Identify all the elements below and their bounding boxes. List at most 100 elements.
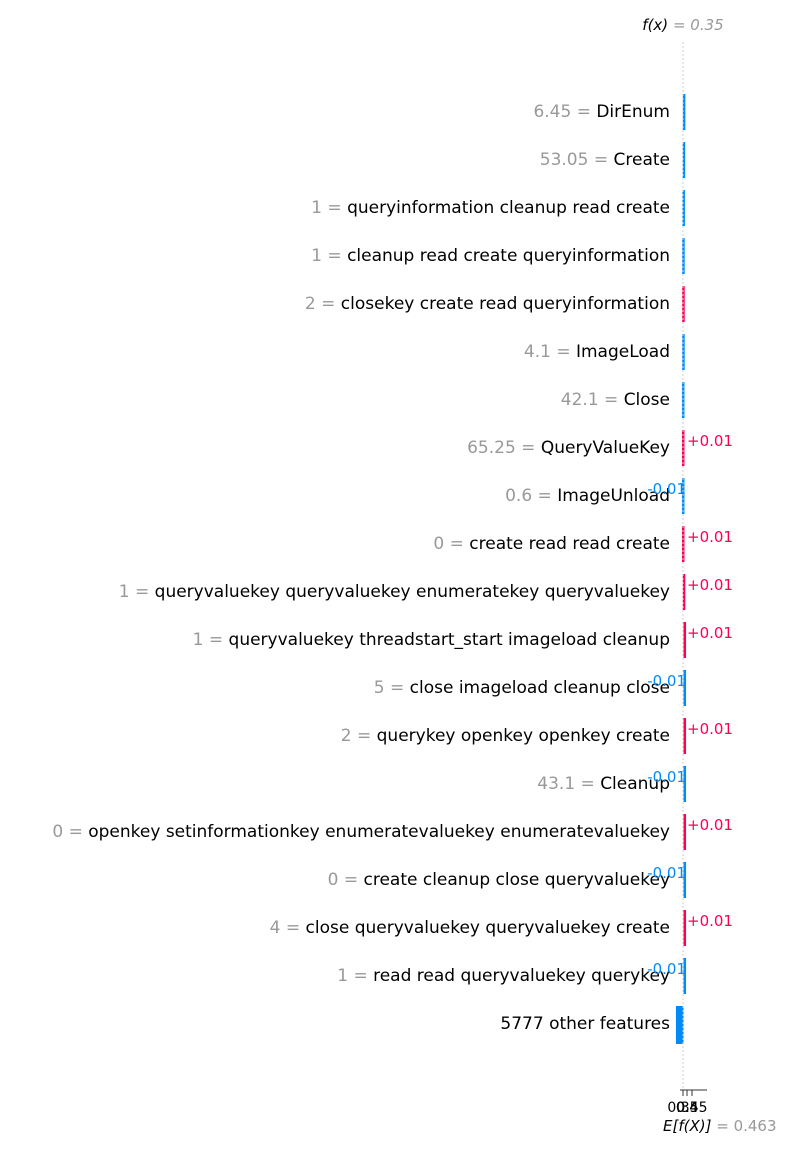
feature-row: 1 = queryinformation cleanup read create	[311, 190, 685, 226]
feature-value: 1 =	[119, 582, 155, 602]
feature-value: 65.25 =	[467, 438, 541, 458]
feature-row: 0.6 = ImageUnload-0.01	[505, 478, 686, 514]
contribution-label: +0.01	[687, 720, 733, 738]
feature-row: 1 = queryvaluekey threadstart_start imag…	[193, 622, 733, 658]
feature-name: queryinformation cleanup read create	[347, 198, 670, 218]
feature-label: 65.25 = QueryValueKey	[467, 438, 670, 458]
contribution-bar	[682, 142, 686, 178]
contribution-bar	[682, 190, 685, 226]
contribution-bar	[683, 910, 687, 946]
contribution-label: -0.01	[647, 864, 686, 882]
feature-label: 5 = close imageload cleanup close	[374, 678, 670, 698]
feature-value: 1 =	[337, 966, 373, 986]
base-value-footer: E[f(X)] = 0.463	[663, 1117, 777, 1135]
feature-name: QueryValueKey	[541, 438, 670, 458]
feature-row: 65.25 = QueryValueKey +0.01	[467, 430, 733, 466]
feature-name: create cleanup close queryvaluekey	[363, 870, 670, 890]
contribution-label: -0.01	[647, 480, 686, 498]
feature-name: ImageUnload	[557, 486, 670, 506]
feature-name: cleanup read create queryinformation	[347, 246, 670, 266]
feature-value: 53.05 =	[540, 150, 614, 170]
feature-row: 43.1 = Cleanup-0.01	[537, 766, 687, 802]
feature-label: 0.6 = ImageUnload	[505, 486, 670, 506]
feature-name: Cleanup	[600, 774, 670, 794]
feature-name: DirEnum	[596, 102, 670, 122]
feature-value: 4 =	[270, 918, 306, 938]
feature-value: 4.1 =	[524, 342, 576, 362]
feature-value: 0 =	[328, 870, 364, 890]
output-label: f(x) = 0.35	[642, 16, 723, 34]
feature-label: 5777 other features	[500, 1014, 670, 1034]
contribution-bar	[683, 814, 687, 850]
feature-row: 1 = queryvaluekey queryvaluekey enumerat…	[119, 574, 733, 610]
feature-row: 0 = create cleanup close queryvaluekey-0…	[328, 862, 687, 898]
contribution-label: +0.01	[687, 816, 733, 834]
feature-row: 0 = openkey setinformationkey enumeratev…	[52, 814, 733, 850]
feature-label: 1 = queryvaluekey threadstart_start imag…	[193, 630, 670, 650]
x-tick-label: 0.45	[676, 1100, 707, 1116]
feature-name: 5777 other features	[500, 1014, 670, 1034]
feature-label: 1 = queryinformation cleanup read create	[311, 198, 670, 218]
feature-name: queryvaluekey threadstart_start imageloa…	[229, 630, 670, 650]
feature-row: 42.1 = Close	[561, 382, 685, 418]
contribution-bar	[683, 718, 687, 754]
feature-label: 53.05 = Create	[540, 150, 670, 170]
feature-value: 42.1 =	[561, 390, 624, 410]
feature-row: 2 = querykey openkey openkey create +0.01	[341, 718, 733, 754]
feature-label: 1 = read read queryvaluekey querykey	[337, 966, 670, 986]
feature-value: 1 =	[193, 630, 229, 650]
feature-label: 0 = create read read create	[433, 534, 670, 554]
contribution-label: -0.01	[647, 768, 686, 786]
feature-row: 4.1 = ImageLoad	[524, 334, 685, 370]
feature-name: create read read create	[469, 534, 670, 554]
contribution-bar	[683, 862, 687, 898]
feature-name: Create	[614, 150, 671, 170]
feature-row: 2 = closekey create read queryinformatio…	[305, 286, 685, 322]
feature-name: openkey setinformationkey enumeratevalue…	[88, 822, 670, 842]
feature-value: 43.1 =	[537, 774, 600, 794]
contribution-bar	[675, 1006, 684, 1044]
feature-label: 42.1 = Close	[561, 390, 670, 410]
contribution-bar	[683, 670, 687, 706]
output-header: f(x) = 0.35	[642, 16, 723, 34]
feature-value: 2 =	[341, 726, 377, 746]
feature-value: 5 =	[374, 678, 410, 698]
feature-name: Close	[624, 390, 670, 410]
feature-label: 1 = queryvaluekey queryvaluekey enumerat…	[119, 582, 670, 602]
feature-value: 1 =	[311, 246, 347, 266]
feature-name: closekey create read queryinformation	[341, 294, 670, 314]
feature-row: 1 = read read queryvaluekey querykey-0.0…	[337, 958, 687, 994]
x-tick-label: 0.4	[676, 1100, 698, 1116]
feature-label: 4.1 = ImageLoad	[524, 342, 670, 362]
contribution-label: +0.01	[687, 912, 733, 930]
feature-name: queryvaluekey queryvaluekey enumeratekey…	[155, 582, 670, 602]
feature-label: 2 = querykey openkey openkey create	[341, 726, 670, 746]
feature-row: 6.45 = DirEnum	[533, 94, 686, 130]
feature-name: read read queryvaluekey querykey	[373, 966, 670, 986]
contribution-bar	[682, 574, 686, 610]
feature-name: ImageLoad	[576, 342, 670, 362]
contribution-bar	[683, 958, 687, 994]
feature-row: 0 = create read read create +0.01	[433, 526, 733, 562]
feature-label: 0 = openkey setinformationkey enumeratev…	[52, 822, 670, 842]
feature-row: 5777 other features	[500, 1006, 684, 1044]
feature-row: 53.05 = Create	[540, 142, 686, 178]
feature-value: 1 =	[311, 198, 347, 218]
x-axis: 0.350.40.45	[667, 42, 708, 1116]
feature-name: querykey openkey openkey create	[377, 726, 670, 746]
contribution-label: +0.01	[687, 528, 733, 546]
contribution-label: -0.01	[647, 960, 686, 978]
contribution-bar	[683, 622, 687, 658]
feature-row: 1 = cleanup read create queryinformation	[311, 238, 685, 274]
feature-label: 4 = close queryvaluekey queryvaluekey cr…	[270, 918, 670, 938]
base-value-label: E[f(X)] = 0.463	[663, 1117, 777, 1135]
feature-name: close queryvaluekey queryvaluekey create	[306, 918, 671, 938]
feature-label: 43.1 = Cleanup	[537, 774, 670, 794]
contribution-label: +0.01	[687, 576, 733, 594]
feature-label: 0 = create cleanup close queryvaluekey	[328, 870, 670, 890]
contribution-bar	[683, 766, 687, 802]
x-tick-label: 0.35	[667, 1100, 698, 1116]
feature-label: 6.45 = DirEnum	[533, 102, 670, 122]
contribution-label: +0.01	[687, 432, 733, 450]
